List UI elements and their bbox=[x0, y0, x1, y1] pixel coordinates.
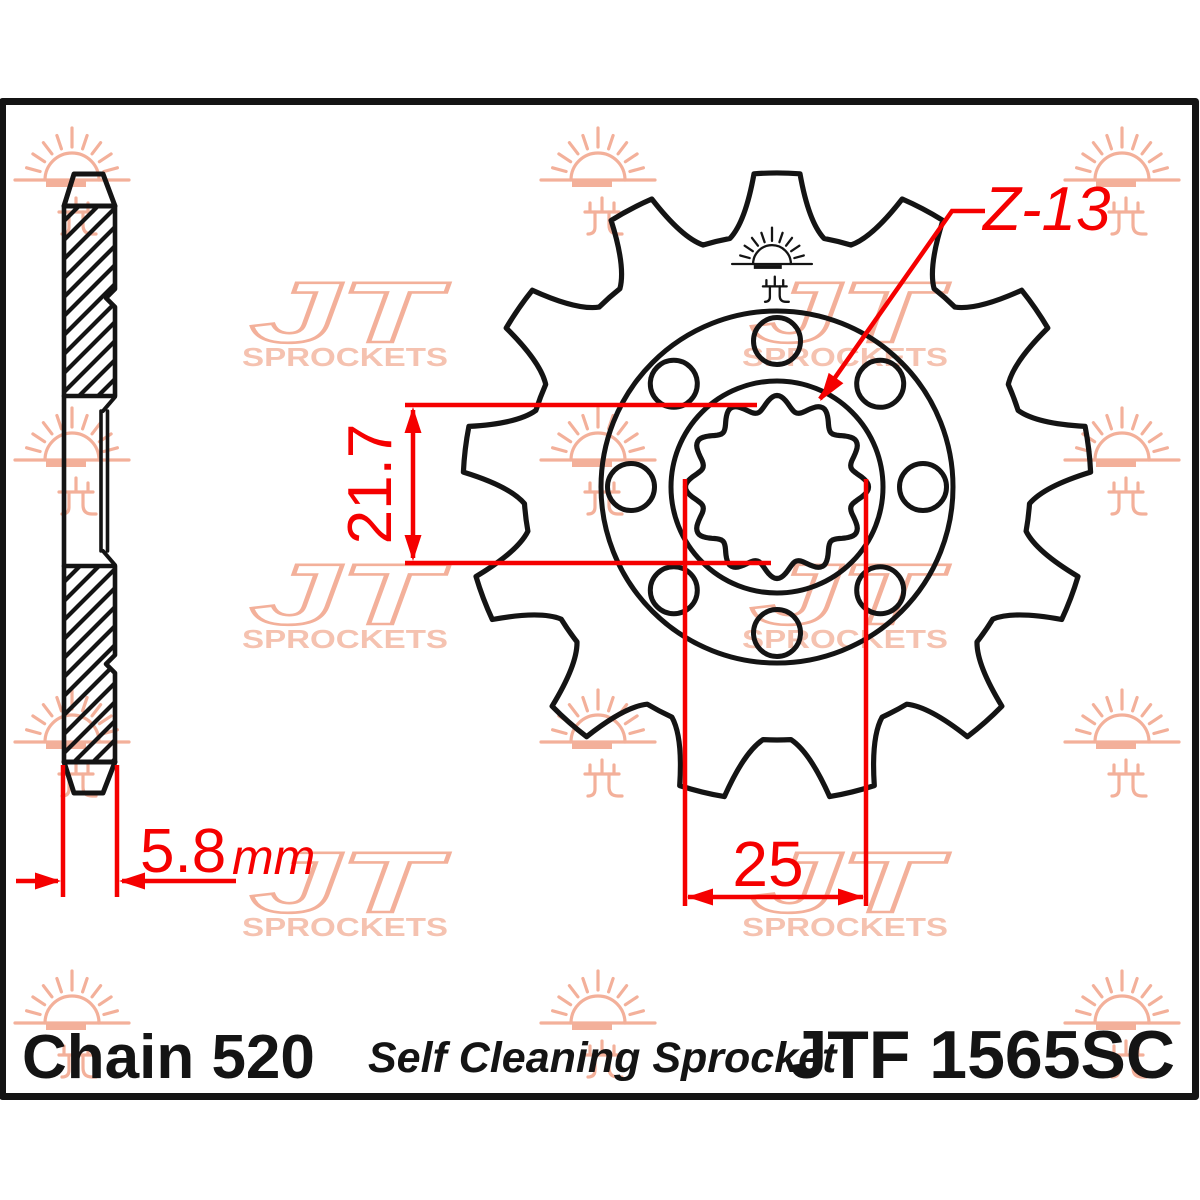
watermark-sun-icon bbox=[1063, 406, 1181, 516]
arrowhead-left bbox=[687, 888, 713, 906]
watermark-sun-icon bbox=[1063, 126, 1181, 236]
side-view-cross-section bbox=[61, 171, 118, 796]
arrowhead-right bbox=[35, 872, 61, 890]
bolt-hole bbox=[647, 564, 700, 617]
jt-sun-glyph bbox=[583, 758, 624, 798]
arrowhead-up bbox=[404, 407, 422, 433]
bolt-hole bbox=[854, 564, 907, 617]
part-number-label: JTF 1565SC bbox=[789, 1017, 1175, 1093]
arrowhead-left bbox=[119, 872, 145, 890]
side-view-upper-hatched-section bbox=[61, 203, 118, 399]
side-view-bore-lines bbox=[99, 409, 110, 553]
sprocket-teeth-outline bbox=[460, 170, 1094, 800]
dimension-bore-minor: 21.7 bbox=[336, 402, 771, 566]
arrowhead-leader bbox=[820, 372, 844, 401]
dimension-21-7-label: 21.7 bbox=[336, 424, 405, 545]
bolt-hole bbox=[605, 461, 657, 513]
bolt-hole bbox=[854, 357, 907, 410]
jt-stamp-sun-icon bbox=[730, 226, 814, 303]
bolt-hole bbox=[647, 357, 700, 410]
dimension-bore-major: 25 bbox=[682, 479, 869, 906]
watermark-sprockets-text: SPROCKETS bbox=[742, 342, 948, 372]
watermark-sun-icon bbox=[539, 969, 657, 1079]
watermark-sprockets-text: SPROCKETS bbox=[742, 912, 948, 942]
chain-size-label: Chain 520 bbox=[22, 1023, 315, 1092]
jt-sun-glyph bbox=[1107, 196, 1148, 236]
watermark-brand-text: JT bbox=[750, 835, 950, 931]
jt-sun-glyph bbox=[1107, 758, 1148, 798]
teeth-count-label: Z-13 bbox=[981, 175, 1110, 244]
watermark-sprockets-text: SPROCKETS bbox=[242, 342, 448, 372]
watermark-sun-icon bbox=[13, 969, 131, 1079]
watermark-sun-icon bbox=[1063, 688, 1181, 798]
watermark-sprockets-text: SPROCKETS bbox=[242, 912, 448, 942]
footer: Chain 520 Self Cleaning Sprocket JTF 156… bbox=[22, 1017, 1175, 1093]
drawing-frame bbox=[0, 98, 1199, 1100]
hub-inner-circle bbox=[668, 378, 886, 596]
dimension-teeth-count: Z-13 bbox=[818, 175, 1110, 401]
side-view-bottom-tooth bbox=[61, 759, 118, 796]
dimension-thickness: 5.8 mm bbox=[16, 765, 315, 897]
watermark-sprockets-text: SPROCKETS bbox=[242, 624, 448, 654]
bolt-holes bbox=[605, 315, 949, 659]
bolt-hole bbox=[897, 461, 949, 513]
jt-sun-glyph bbox=[583, 196, 624, 236]
watermark-brand-text: JT bbox=[250, 265, 450, 361]
arrowhead-right bbox=[838, 888, 864, 906]
watermark-sun-icon bbox=[1063, 969, 1181, 1079]
jt-sun-glyph bbox=[1107, 476, 1148, 516]
jt-sun-glyph bbox=[583, 1039, 624, 1079]
bolt-hole bbox=[751, 607, 803, 659]
side-view-bore-chamfers bbox=[101, 395, 117, 567]
jt-stamp-logo bbox=[730, 226, 814, 303]
jt-sun-glyph bbox=[57, 1039, 98, 1079]
watermark-brand-text: JT bbox=[250, 835, 450, 931]
bolt-hole bbox=[751, 315, 803, 367]
jt-sun-glyph bbox=[761, 275, 790, 303]
side-view-lower-hatched-section bbox=[61, 563, 118, 765]
watermark-sun-icon bbox=[539, 126, 657, 236]
watermark-sun-icon bbox=[539, 406, 657, 516]
dimension-25-label: 25 bbox=[732, 828, 803, 900]
dimension-mm-label: mm bbox=[232, 829, 315, 885]
dimension-layer: 21.7 25 5.8 mm Z-13 bbox=[16, 175, 1110, 906]
arrowhead-down bbox=[404, 535, 422, 561]
subtitle-label: Self Cleaning Sprocket bbox=[368, 1034, 838, 1082]
hub-outer-circle bbox=[598, 308, 956, 666]
dimension-5-8-label: 5.8 bbox=[140, 817, 226, 886]
jt-sun-glyph bbox=[1107, 1039, 1148, 1079]
